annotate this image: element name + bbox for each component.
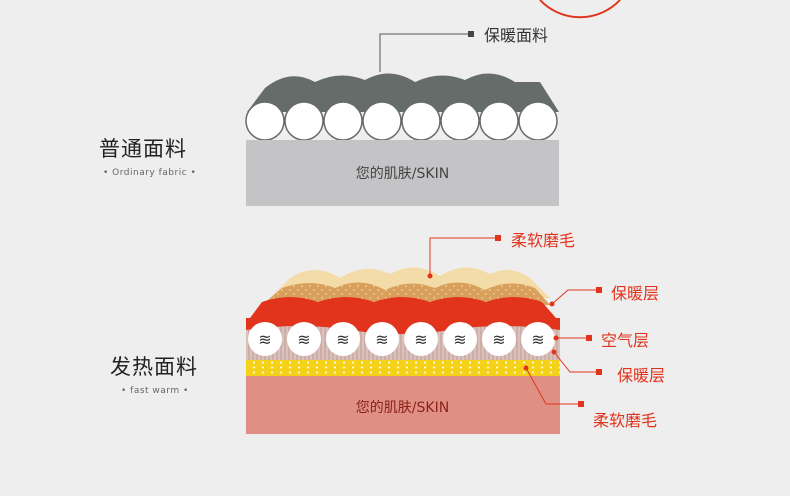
warm-yellow-fleece-layer (246, 360, 560, 376)
warm-callout-bottom-brushed: 柔软磨毛 (593, 411, 658, 430)
warm-callout-top-brushed: 柔软磨毛 (511, 231, 576, 250)
svg-text:≋: ≋ (375, 330, 388, 349)
ordinary-gray-fabric-layer (247, 73, 559, 112)
decorative-arc (539, 0, 621, 19)
svg-text:≋: ≋ (492, 330, 505, 349)
warm-red-warm-layer (250, 297, 556, 318)
warm-callout-markers (427, 235, 602, 407)
ordinary-skin-label: 您的肌肤/SKIN (355, 166, 450, 182)
warm-skin-label: 您的肌肤/SKIN (355, 400, 450, 416)
svg-text:≋: ≋ (414, 330, 427, 349)
ordinary-subtitle: • Ordinary fabric • (103, 168, 197, 178)
warm-callout-warm-layer-bottom: 保暖层 (617, 366, 666, 385)
ordinary-fiber-circles (245, 101, 558, 141)
warm-skin-layer (246, 376, 560, 434)
ordinary-callout-warm-fabric: 保暖面料 (484, 26, 549, 45)
warm-callout-air-layer: 空气层 (601, 331, 650, 350)
svg-text:≋: ≋ (453, 330, 466, 349)
warm-callout-warm-layer-top: 保暖层 (611, 284, 660, 303)
ordinary-title: 普通面料 (99, 137, 187, 161)
warm-subtitle: • fast warm • (121, 386, 189, 396)
warm-fabric-diagram: ≋ ≋ ≋ ≋ ≋ ≋ ≋ ≋ (246, 235, 602, 434)
ordinary-callout-line (379, 33, 470, 72)
svg-text:≋: ≋ (258, 330, 271, 349)
svg-text:≋: ≋ (531, 330, 544, 349)
warm-title: 发热面料 (110, 355, 198, 379)
svg-text:≋: ≋ (297, 330, 310, 349)
ordinary-skin-layer (246, 140, 559, 206)
svg-text:≋: ≋ (336, 330, 349, 349)
ordinary-fabric-diagram (245, 31, 559, 206)
warm-callout-lines (429, 237, 598, 405)
ordinary-callout-marker (468, 31, 474, 37)
warm-air-bubbles: ≋ ≋ ≋ ≋ ≋ ≋ ≋ ≋ (248, 322, 555, 356)
